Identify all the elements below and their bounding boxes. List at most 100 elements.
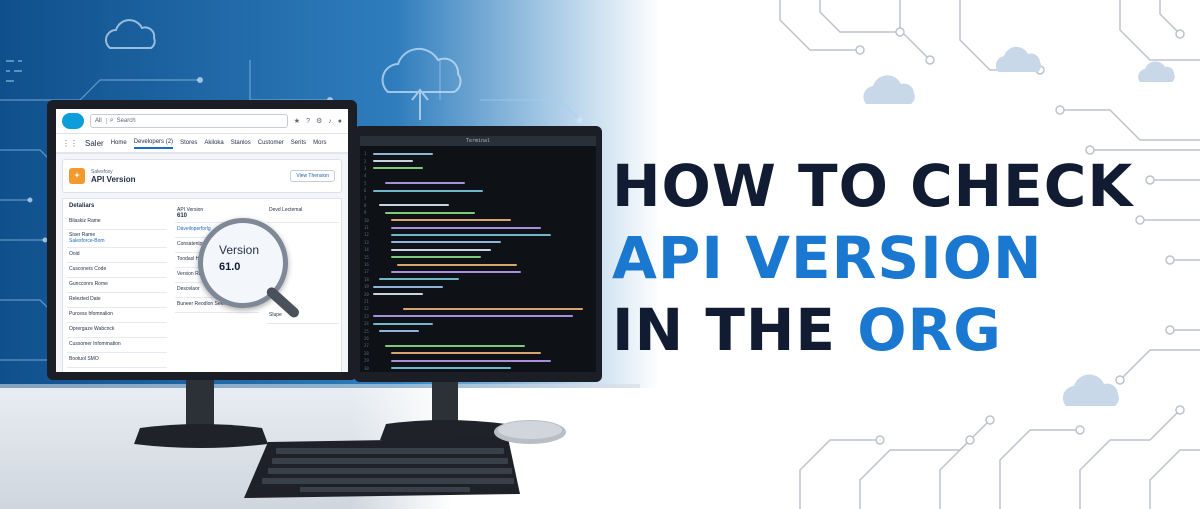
nav-tab-serits[interactable]: Serits [290,140,307,146]
field-row: Cusconers Code [67,263,167,278]
nav-tab-developers[interactable]: Developers (2) [133,137,174,149]
line-number: 12 [364,232,369,238]
field-row: Devd Lectemal [267,205,339,223]
code-token [397,263,517,266]
line-number: 25 [364,328,369,334]
line-number: 27 [364,343,369,349]
line-number: 28 [364,350,369,356]
code-line: 5 [364,180,592,187]
line-number: 30 [364,365,369,371]
code-line: 17 [364,268,592,275]
code-line: 15 [364,253,592,260]
line-number: 15 [364,254,369,260]
headline-line-2: API VERSION [612,224,1043,292]
nav-tab-stores[interactable]: Stores [180,140,198,146]
code-token [373,167,423,170]
search-scope-select[interactable]: All [95,118,107,124]
code-line: 26 [364,335,592,342]
field-row: Bilaskiz Rame [67,215,167,230]
line-number: 3 [364,165,367,171]
search-input[interactable]: Search [116,118,136,124]
view-button[interactable]: View Thension [290,170,335,182]
app-navigation: ⋮⋮ Saler Home Developers (2) Stores Akil… [56,134,348,154]
field-row: Buneer Reodlon Seenihe [175,298,259,313]
field-label: Bilaskiz Rame [69,218,101,224]
cloud-icons [863,46,1175,406]
app-launcher-icon[interactable]: ⋮⋮ [62,138,78,148]
global-search[interactable]: All ⌕ Search [90,114,288,128]
field-label: Ooid [69,251,80,257]
code-token [385,344,525,347]
salesforce-screen: All ⌕ Search ★ ? ⚙ ♪ ● ⋮⋮ Saler Home Dev… [56,109,348,372]
field-label: Bootuol SMO [69,356,99,362]
line-number: 4 [364,173,367,179]
nav-tab-stanlos[interactable]: Stanlos [230,140,251,146]
favorites-icon[interactable]: ★ [293,118,301,125]
help-icon[interactable]: ? [306,117,310,125]
field-link[interactable]: Daveiloperforlg [177,226,211,232]
code-line: 22 [364,305,592,312]
code-line: 28 [364,350,592,357]
field-link[interactable]: Salesforce-Bom [69,238,105,244]
field-row: Guncconrs Rome [67,278,167,293]
code-token [391,367,511,370]
avatar[interactable]: ● [337,117,342,125]
line-number: 1 [364,151,367,157]
right-field-list: Devd Lectemal Slupe [267,205,339,324]
details-panel: Detaliars Bilaskiz Rame Siser Rame Sales… [62,198,342,372]
field-row: Relezted Date [67,293,167,308]
line-number: 13 [364,239,369,245]
code-line: 4 [364,172,592,179]
circuit-traces-right [779,0,1200,509]
code-token [391,219,511,222]
code-line: 9 [364,209,592,216]
field-label: Siser Rame [69,232,96,238]
code-line: 18 [364,276,592,283]
salesforce-logo [62,113,84,129]
code-line: 19 [364,283,592,290]
code-line: 21 [364,298,592,305]
code-line: 20 [364,290,592,297]
nav-tab-mors[interactable]: Mors [313,140,327,146]
field-label: Guncconrs Rome [69,281,108,287]
line-number: 7 [364,195,367,201]
field-label: Relezted Date [69,296,101,302]
code-token [379,278,459,281]
field-label: Consatenlpy [177,241,205,247]
field-label: Cusconers Code [69,266,107,272]
code-line: 12 [364,231,592,238]
code-line: 14 [364,246,592,253]
code-token [391,233,551,236]
code-line: 27 [364,342,592,349]
code-line: 10 [364,217,592,224]
monitor-stands [134,380,512,448]
headline-line-3: IN THE ORG [612,294,1172,366]
nav-tab-akiloka[interactable]: Akiloka [204,140,224,146]
record-title: API Version [91,174,136,184]
headline-line-1: HOW TO CHECK [612,152,1134,220]
field-row: Ooid [67,248,167,263]
code-line: 29 [364,357,592,364]
section-title: Detaliars [69,203,95,209]
field-label: Version Rame [177,271,209,277]
nav-tab-customer[interactable]: Customer [257,140,284,146]
code-line: 1 [364,150,592,157]
code-token [385,211,475,214]
gear-icon[interactable]: ⚙ [315,118,323,125]
field-label: Oprergaze Wabcnck [69,326,115,332]
code-token [391,352,541,355]
nav-tab-home[interactable]: Home [110,140,127,146]
field-row: Cussomer Infommation [67,338,167,353]
code-line: 16 [364,261,592,268]
headline-line-3-text: IN THE [612,296,858,364]
line-number: 2 [364,158,367,164]
code-token [391,248,491,251]
field-label: Cussomer Infommation [69,341,121,347]
app-name: Saler [85,138,104,148]
line-number: 22 [364,306,369,312]
bell-icon[interactable]: ♪ [328,117,332,125]
left-field-list: Bilaskiz Rame Siser Rame Salesforce-Bom … [67,215,167,368]
code-token [373,285,443,288]
